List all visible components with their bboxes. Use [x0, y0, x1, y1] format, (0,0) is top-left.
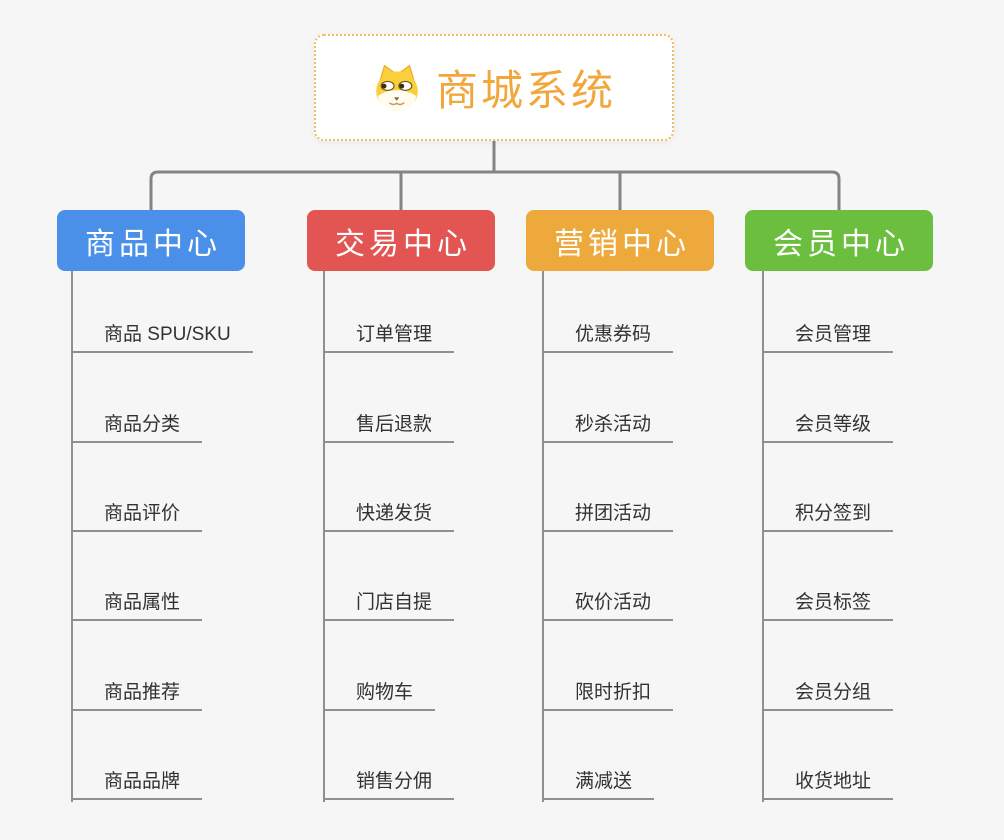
leaf-label: 商品推荐 — [104, 682, 181, 703]
leaf-node[interactable]: 收货地址 — [762, 762, 894, 800]
leaf-label: 快递发货 — [356, 503, 433, 524]
leaf-label: 优惠券码 — [575, 324, 652, 345]
leaf-label: 限时折扣 — [575, 682, 652, 703]
leaf-node[interactable]: 销售分佣 — [323, 762, 455, 800]
leaf-label: 商品评价 — [104, 503, 181, 524]
leaf-node[interactable]: 商品 SPU/SKU — [71, 315, 253, 353]
leaf-label: 商品分类 — [104, 414, 181, 435]
leaf-label: 拼团活动 — [575, 503, 652, 524]
leaf-label: 销售分佣 — [356, 771, 433, 792]
leaf-label: 商品 SPU/SKU — [104, 324, 231, 345]
leaf-node[interactable]: 满减送 — [542, 762, 655, 800]
leaf-label: 砍价活动 — [575, 592, 652, 613]
dog-face-icon — [376, 64, 418, 111]
leaf-node[interactable]: 购物车 — [323, 673, 436, 711]
branch-drop-line — [762, 271, 764, 802]
leaf-node[interactable]: 订单管理 — [323, 315, 455, 353]
leaf-label: 售后退款 — [356, 414, 433, 435]
leaf-node[interactable]: 限时折扣 — [542, 673, 674, 711]
leaf-node[interactable]: 商品推荐 — [71, 673, 203, 711]
root-node-title: 商城系统 — [435, 67, 616, 114]
leaf-node[interactable]: 商品评价 — [71, 494, 203, 532]
leaf-node[interactable]: 门店自提 — [323, 583, 455, 621]
leaf-node[interactable]: 优惠券码 — [542, 315, 674, 353]
branch-node-label: 商品中心 — [85, 227, 221, 261]
branch-node-label: 会员中心 — [773, 227, 909, 261]
leaf-label: 会员等级 — [795, 414, 872, 435]
leaf-label: 会员管理 — [795, 324, 872, 345]
branch-drop-line — [542, 271, 544, 802]
branch-node-label: 交易中心 — [335, 227, 471, 261]
leaf-node[interactable]: 秒杀活动 — [542, 405, 674, 443]
branch-node-trade-center[interactable]: 交易中心 — [307, 210, 495, 271]
leaf-node[interactable]: 商品品牌 — [71, 762, 203, 800]
leaf-label: 订单管理 — [356, 324, 433, 345]
leaf-node[interactable]: 会员管理 — [762, 315, 894, 353]
leaf-node[interactable]: 会员分组 — [762, 673, 894, 711]
leaf-node[interactable]: 会员等级 — [762, 405, 894, 443]
branch-node-marketing-center[interactable]: 营销中心 — [526, 210, 714, 271]
leaf-node[interactable]: 售后退款 — [323, 405, 455, 443]
leaf-node[interactable]: 商品属性 — [71, 583, 203, 621]
leaf-label: 满减送 — [575, 771, 633, 792]
root-node-mall-system[interactable]: 商城系统 — [314, 34, 674, 141]
branch-drop-line — [71, 271, 73, 802]
leaf-label: 商品品牌 — [104, 771, 181, 792]
leaf-node[interactable]: 会员标签 — [762, 583, 894, 621]
leaf-label: 积分签到 — [795, 503, 872, 524]
leaf-label: 购物车 — [356, 682, 414, 703]
branch-drop-line — [323, 271, 325, 802]
leaf-label: 秒杀活动 — [575, 414, 652, 435]
leaf-label: 门店自提 — [356, 592, 433, 613]
leaf-node[interactable]: 拼团活动 — [542, 494, 674, 532]
leaf-node[interactable]: 积分签到 — [762, 494, 894, 532]
leaf-node[interactable]: 商品分类 — [71, 405, 203, 443]
leaf-label: 会员标签 — [795, 592, 872, 613]
branch-node-member-center[interactable]: 会员中心 — [745, 210, 933, 271]
branch-node-product-center[interactable]: 商品中心 — [57, 210, 245, 271]
leaf-label: 收货地址 — [795, 771, 872, 792]
leaf-node[interactable]: 快递发货 — [323, 494, 455, 532]
branch-node-label: 营销中心 — [554, 227, 690, 261]
leaf-label: 商品属性 — [104, 592, 181, 613]
leaf-node[interactable]: 砍价活动 — [542, 583, 674, 621]
leaf-label: 会员分组 — [795, 682, 872, 703]
